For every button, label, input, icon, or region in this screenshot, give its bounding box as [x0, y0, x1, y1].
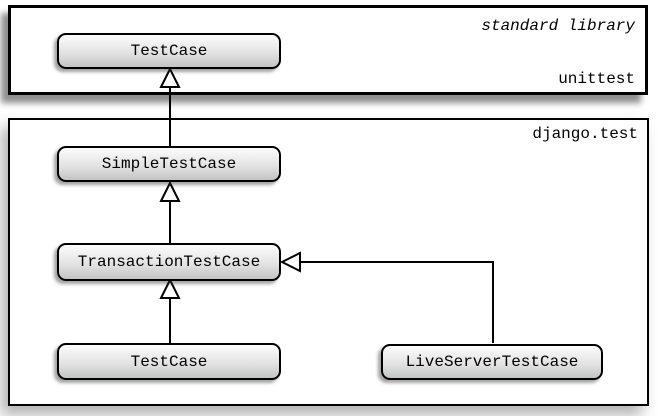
class-box-transactiontestcase: TransactionTestCase: [57, 243, 281, 281]
class-box-unittest-testcase: TestCase: [57, 33, 281, 69]
class-box-django-testcase: TestCase: [57, 343, 281, 380]
class-box-liveservertestcase: LiveServerTestCase: [381, 344, 603, 380]
package-title-standard-library: standard library: [481, 17, 635, 35]
module-label-django-test: django.test: [532, 125, 638, 143]
module-label-unittest: unittest: [558, 70, 635, 88]
class-box-simpletestcase: SimpleTestCase: [57, 146, 281, 182]
